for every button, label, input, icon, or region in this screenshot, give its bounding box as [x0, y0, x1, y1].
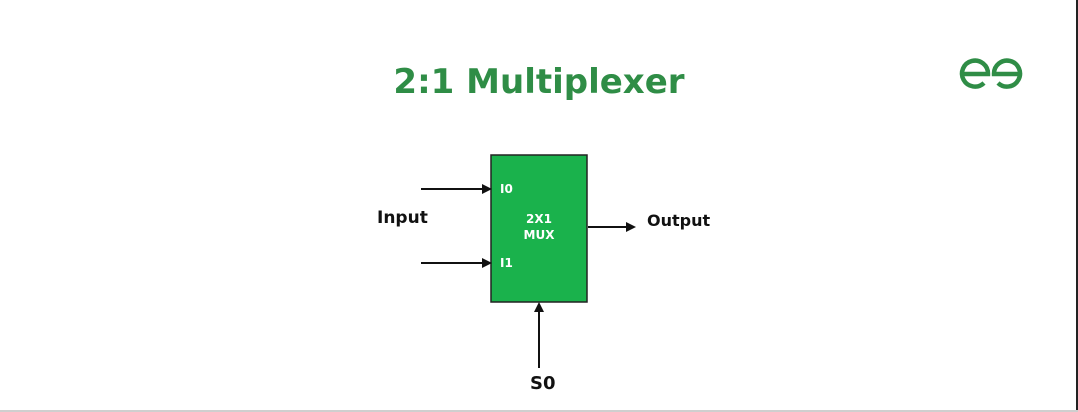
pin-label-i1: I1 [500, 256, 513, 270]
input-label: Input [377, 208, 428, 228]
right-edge-border [1076, 0, 1078, 412]
pin-label-i0: I0 [500, 182, 513, 196]
select-label: S0 [530, 373, 556, 394]
page-title: 2:1 Multiplexer [393, 62, 685, 102]
mux-name-line1: 2X1 [526, 212, 552, 226]
mux-name-line2: MUX [523, 228, 555, 242]
geeksforgeeks-logo-icon [959, 58, 1023, 89]
bottom-edge-border [0, 410, 1078, 412]
output-label: Output [647, 211, 711, 230]
mux-block [490, 154, 588, 303]
